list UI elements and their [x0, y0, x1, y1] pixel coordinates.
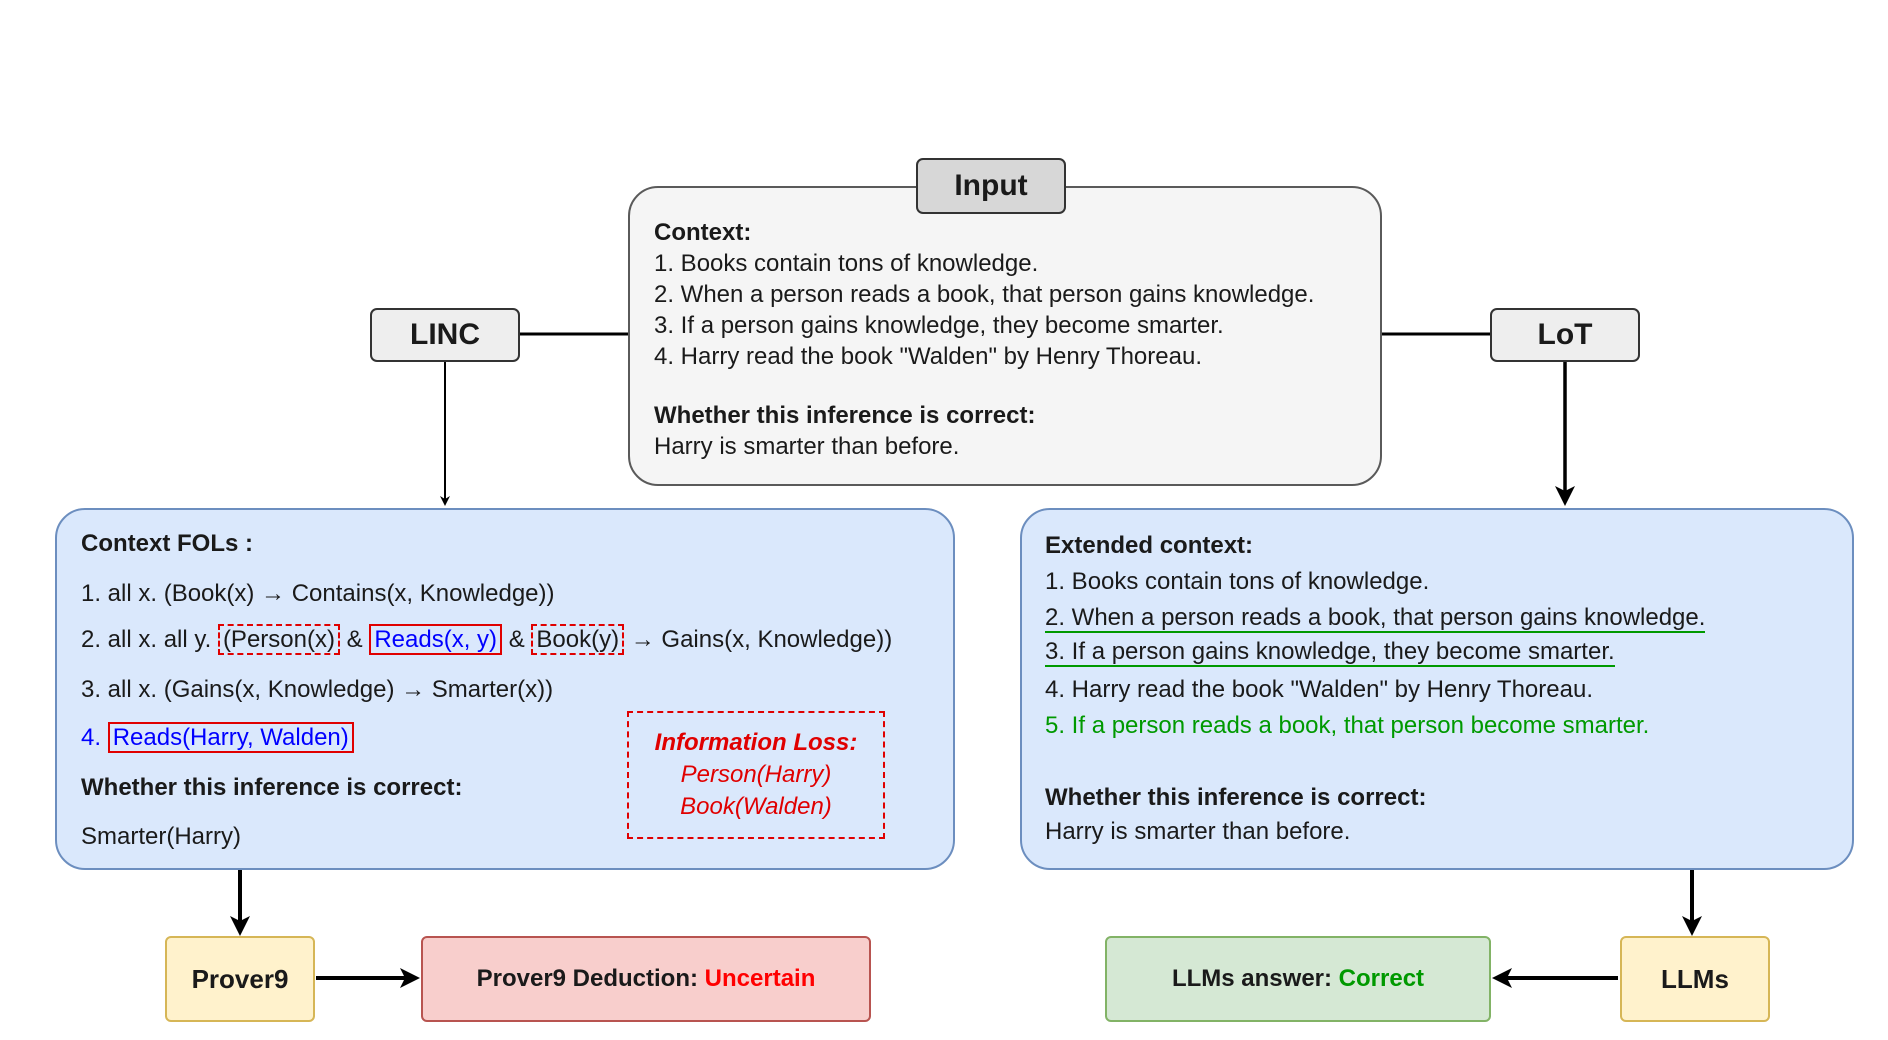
- llms-answer-label: LLMs answer:: [1171, 965, 1332, 992]
- input-box: Context: 1. Books contain tons of knowle…: [628, 186, 1382, 486]
- input-context-line: 1. Books contain tons of knowledge.: [654, 250, 1039, 277]
- fol2-and-1: &: [346, 626, 363, 653]
- fol4-number: 4.: [81, 724, 102, 751]
- extended-line-1: 1. Books contain tons of knowledge.: [1045, 568, 1430, 595]
- information-loss-box: Information Loss: Person(Harry) Book(Wal…: [627, 711, 885, 839]
- information-loss-item: Person(Harry): [680, 761, 832, 788]
- input-question: Harry is smarter than before.: [654, 433, 960, 460]
- extended-question-heading: Whether this inference is correct:: [1045, 784, 1427, 811]
- extended-line-2: 2. When a person reads a book, that pers…: [1045, 604, 1706, 633]
- fol-line-2: 2. all x. all y. (Person(x) & Reads(x, y…: [81, 624, 893, 655]
- extended-line-5: 5. If a person reads a book, that person…: [1045, 712, 1650, 739]
- context-fols-box: [55, 508, 955, 870]
- llms-answer-box: LLMs answer: Correct: [1105, 936, 1491, 1022]
- fol4-fact: Reads(Harry, Walden): [107, 722, 354, 753]
- input-context-heading: Context:: [654, 219, 752, 246]
- fol-heading: Context FOLs :: [81, 530, 253, 557]
- information-loss-title: Information Loss:: [654, 729, 858, 756]
- fol-question: Smarter(Harry): [81, 823, 241, 850]
- input-context-line: 4. Harry read the book "Walden" by Henry…: [654, 343, 1202, 370]
- fol2-reads-term: Reads(x, y): [369, 624, 503, 655]
- extended-line-3-text: 3. If a person gains knowledge, they bec…: [1045, 638, 1615, 667]
- input-context-line: 2. When a person reads a book, that pers…: [654, 281, 1315, 308]
- extended-context-box: [1020, 508, 1854, 870]
- input-context-line: 3. If a person gains knowledge, they bec…: [654, 312, 1224, 339]
- fol-line-4: 4. Reads(Harry, Walden): [81, 722, 354, 753]
- llms-box: LLMs: [1620, 936, 1770, 1022]
- extended-heading: Extended context:: [1045, 532, 1254, 559]
- prover9-deduction-label: Prover9 Deduction:: [476, 965, 698, 992]
- fol2-and-2: &: [508, 626, 525, 653]
- information-loss-item: Book(Walden): [680, 793, 832, 820]
- fol-line-3: 3. all x. (Gains(x, Knowledge) → Smarter…: [81, 676, 554, 703]
- extended-line-4: 4. Harry read the book "Walden" by Henry…: [1045, 676, 1593, 703]
- extended-line-2-text: 2. When a person reads a book, that pers…: [1045, 604, 1706, 633]
- prover9-deduction-value: Uncertain: [704, 965, 816, 992]
- fol2-prefix: 2. all x. all y.: [81, 626, 212, 653]
- prover9-box: Prover9: [165, 936, 315, 1022]
- prover9-deduction-box: Prover9 Deduction: Uncertain: [421, 936, 871, 1022]
- fol2-suffix: → Gains(x, Knowledge)): [630, 626, 893, 653]
- fol2-person-term: (Person(x): [217, 624, 340, 655]
- input-question-heading: Whether this inference is correct:: [654, 402, 1036, 429]
- input-tag: Input: [916, 158, 1066, 214]
- linc-tag: LINC: [370, 308, 520, 362]
- extended-line-3: 3. If a person gains knowledge, they bec…: [1045, 638, 1615, 667]
- lot-tag: LoT: [1490, 308, 1640, 362]
- fol-line-1: 1. all x. (Book(x) → Contains(x, Knowled…: [81, 580, 555, 607]
- extended-question: Harry is smarter than before.: [1045, 818, 1351, 845]
- llms-answer-value: Correct: [1338, 965, 1425, 992]
- fol-question-heading: Whether this inference is correct:: [81, 774, 463, 801]
- fol2-book-term: Book(y): [531, 624, 625, 655]
